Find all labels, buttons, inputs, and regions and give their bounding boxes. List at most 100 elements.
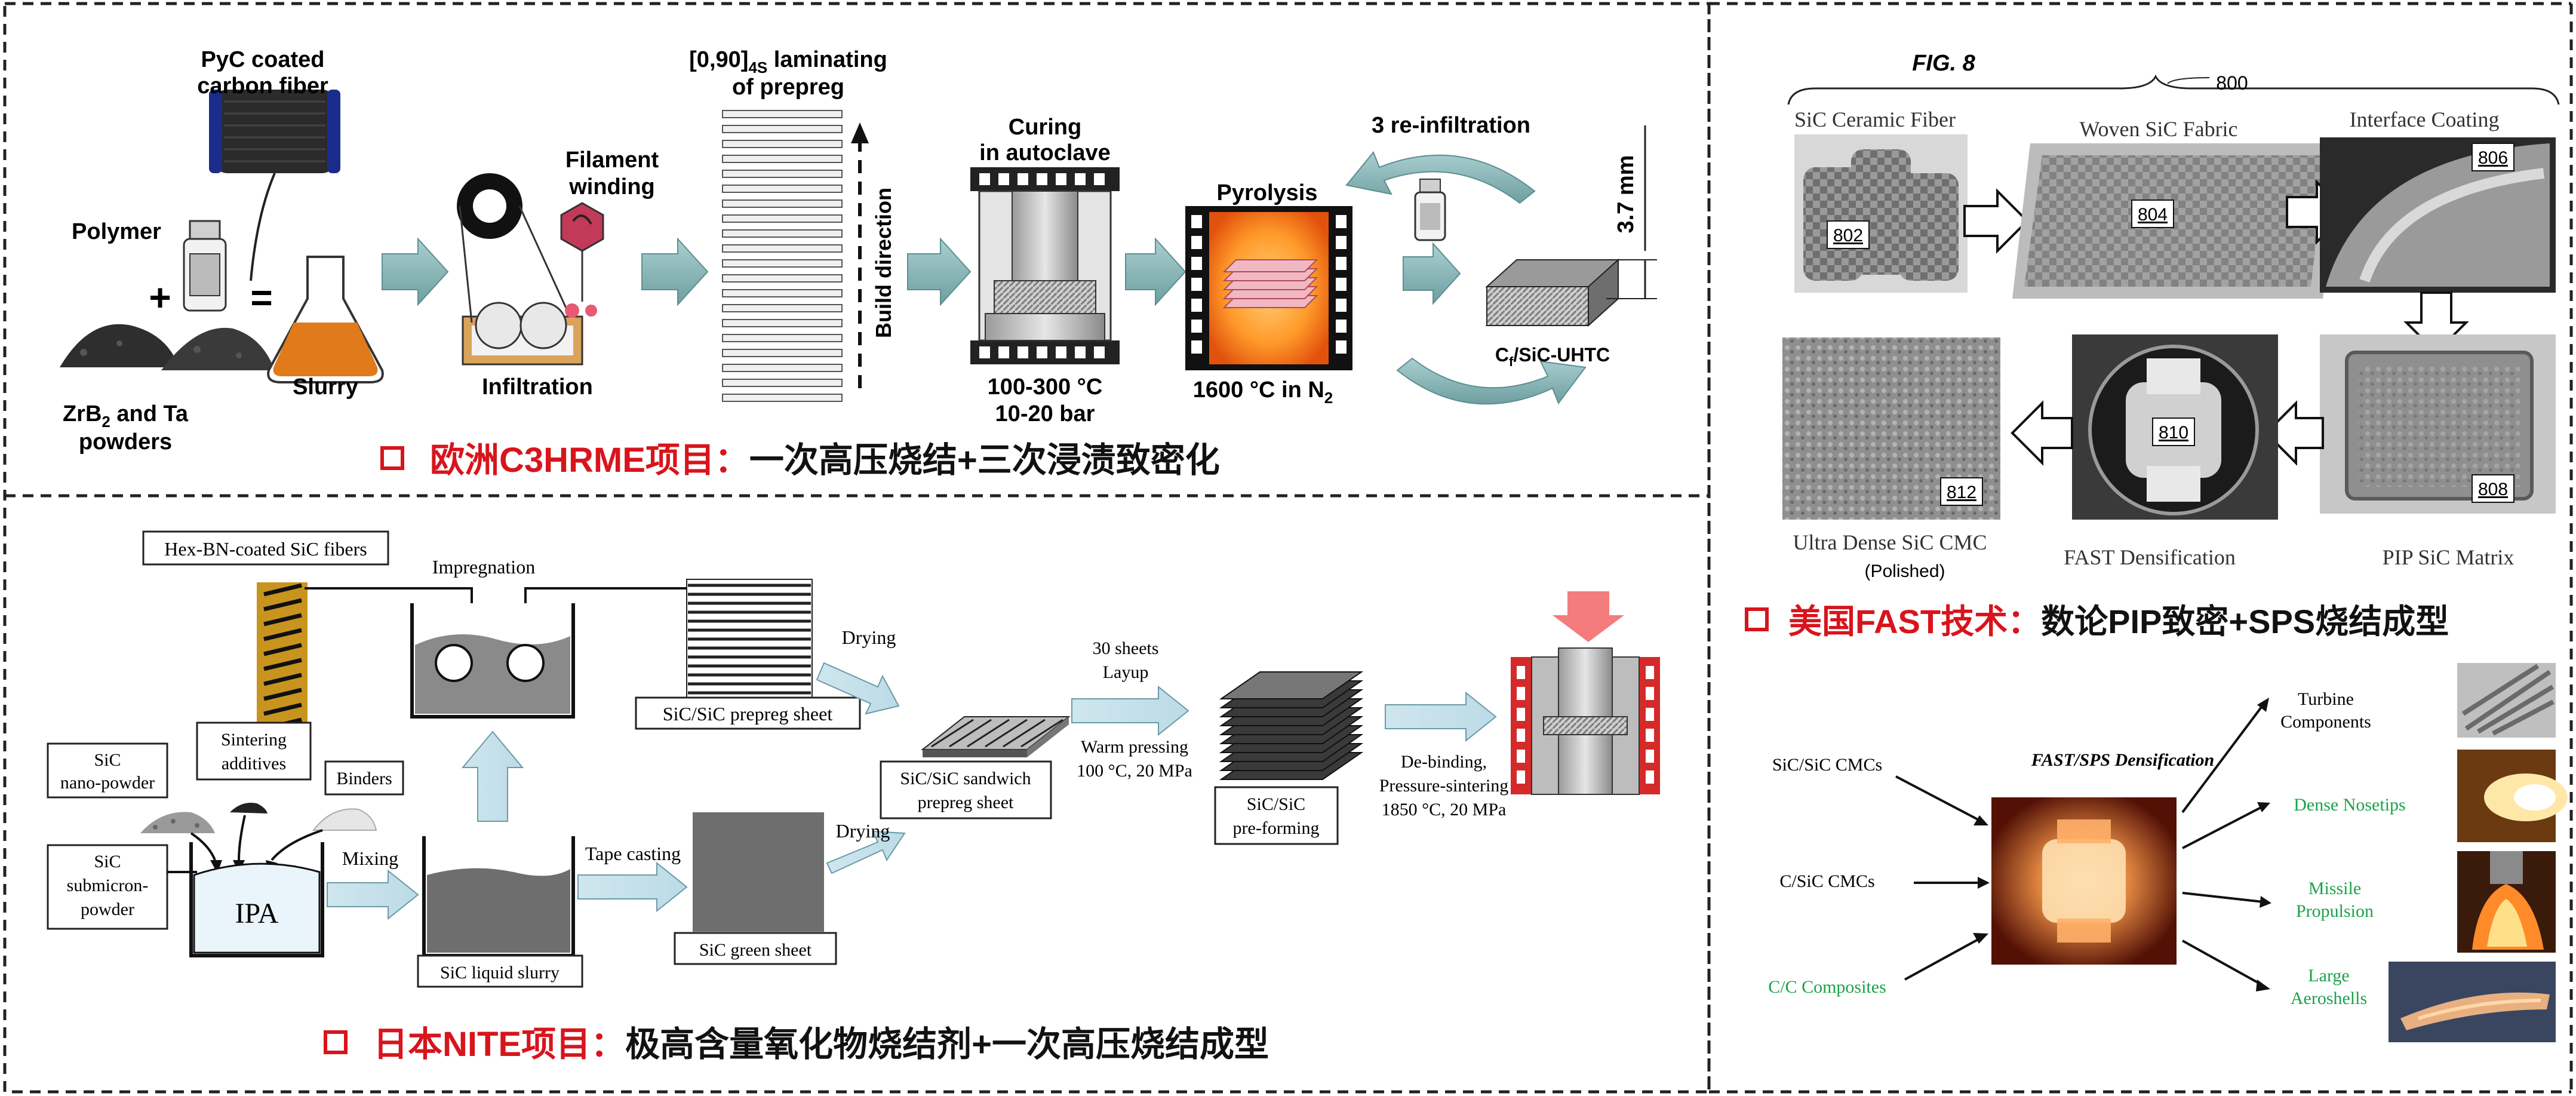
eu-caption-bullet bbox=[380, 446, 404, 470]
jp-arrow-debinding bbox=[1385, 691, 1497, 742]
jp-caption-bullet bbox=[324, 1030, 348, 1054]
fiber-path-2 bbox=[524, 587, 687, 603]
jp-arrow-tape bbox=[577, 861, 688, 913]
output-missile-1: Missile bbox=[2308, 879, 2361, 898]
output-aeroshells-2: Aeroshells bbox=[2291, 988, 2367, 1008]
preforming-box bbox=[1214, 786, 1339, 845]
jp-arrow-mixing bbox=[327, 869, 419, 920]
ref-800-leader bbox=[2167, 77, 2210, 84]
submicron-box bbox=[47, 844, 168, 930]
reinfiltration-arc-bottom bbox=[1396, 357, 1587, 405]
pyc-label-1: PyC coated bbox=[201, 47, 325, 72]
nano-powder-label-1: SiC bbox=[94, 750, 121, 770]
us-arrow-4 bbox=[2011, 400, 2073, 466]
impregnation-label: Impregnation bbox=[432, 556, 535, 578]
eu-caption-prefix: 欧洲C3HRME项目： bbox=[430, 441, 749, 480]
debinding-label-2: Pressure-sintering bbox=[1379, 776, 1509, 796]
fiber-bundle bbox=[257, 582, 308, 741]
filament-label-2: winding bbox=[568, 174, 655, 199]
eu-caption-main: 一次高压烧结+三次浸渍致密化 bbox=[749, 441, 1220, 480]
pyc-label-2: carbon fiber bbox=[197, 73, 328, 99]
us-caption-main: 数论PIP致密+SPS烧结成型 bbox=[2041, 603, 2449, 640]
sintering-box bbox=[196, 722, 312, 781]
ref-810: 810 bbox=[2159, 423, 2188, 443]
eu-arrow-3 bbox=[907, 237, 972, 306]
curing-temp-label: 100-300 °C bbox=[988, 374, 1103, 400]
impregnation-tank bbox=[410, 603, 575, 719]
infiltration-label: Infiltration bbox=[482, 374, 593, 400]
us-caption: 美国FAST技术：数论PIP致密+SPS烧结成型 bbox=[1788, 603, 2449, 640]
green-sheet bbox=[693, 812, 824, 932]
laminating-label-2: of prepreg bbox=[732, 75, 844, 100]
jp-arrow-layup bbox=[1071, 685, 1189, 736]
submicron-label-1: SiC bbox=[94, 852, 121, 871]
sintering-label-2: additives bbox=[222, 754, 286, 773]
pyrolysis-furnace bbox=[1185, 206, 1352, 370]
zrb2-label: ZrB2 and Ta bbox=[63, 401, 189, 431]
prepreg-stack bbox=[722, 110, 843, 402]
step-cmc-label-2: (Polished) bbox=[1864, 561, 1945, 581]
submicron-label-3: powder bbox=[81, 899, 134, 919]
cf-sic-uhtc-block bbox=[1485, 125, 1657, 327]
binders-label: Binders bbox=[336, 769, 392, 788]
reinfiltration-bottle-icon bbox=[1414, 179, 1446, 241]
img-ultra-dense-cmc: 812 bbox=[1782, 337, 2000, 520]
sandwich-label-1: SiC/SiC sandwich bbox=[900, 769, 1031, 788]
img-fast-densification: 810 bbox=[2072, 334, 2278, 520]
binders-box bbox=[324, 760, 404, 796]
warm-pressing-label-2: 100 °C, 20 MPa bbox=[1077, 761, 1192, 781]
build-arrow-head bbox=[851, 122, 869, 143]
drying-label-2: Drying bbox=[836, 820, 890, 842]
powders-label: powders bbox=[79, 429, 172, 455]
eu-arrow-5 bbox=[1403, 242, 1461, 305]
reinfiltration-arc-top bbox=[1345, 151, 1536, 204]
prepreg-sheet-box bbox=[635, 696, 861, 730]
prepreg-sheet-label: SiC/SiC prepreg sheet bbox=[663, 703, 833, 724]
ref-806: 806 bbox=[2478, 148, 2508, 168]
ref-800-label: 800 bbox=[2216, 72, 2248, 94]
fiber-spool bbox=[209, 90, 340, 281]
debinding-label-1: De-binding, bbox=[1401, 752, 1487, 772]
output-missile-2: Propulsion bbox=[2296, 901, 2374, 921]
green-sheet-box bbox=[674, 932, 837, 965]
eu-arrow-2 bbox=[641, 237, 709, 306]
thumb-nosetip bbox=[2457, 750, 2568, 842]
img-interface-coating: 806 bbox=[2320, 137, 2556, 293]
sheets-label-1: 30 sheets bbox=[1093, 638, 1159, 658]
us-arrow-3 bbox=[2264, 400, 2324, 466]
debinding-label-3: 1850 °C, 20 MPa bbox=[1382, 800, 1507, 819]
slurry-label: Slurry bbox=[293, 374, 358, 400]
sandwich-label-2: prepreg sheet bbox=[918, 793, 1014, 812]
sps-glow-image bbox=[1991, 797, 2177, 965]
autoclave bbox=[970, 167, 1120, 364]
sintering-label-1: Sintering bbox=[221, 730, 287, 750]
img-sic-fiber: 802 bbox=[1794, 134, 1968, 293]
jp-arrow-drying-1 bbox=[816, 662, 900, 715]
output-aeroshells-1: Large bbox=[2308, 966, 2349, 986]
curing-pressure-label: 10-20 bar bbox=[995, 401, 1095, 426]
sandwich-sheet bbox=[921, 716, 1071, 757]
ref-804: 804 bbox=[2138, 205, 2168, 225]
ref-808: 808 bbox=[2478, 480, 2508, 499]
jp-caption-prefix: 日本NITE项目： bbox=[373, 1025, 625, 1064]
drying-label-1: Drying bbox=[842, 627, 896, 648]
sheets-label-2: Layup bbox=[1103, 662, 1149, 682]
step-matrix-label: PIP SiC Matrix bbox=[2383, 545, 2514, 569]
output-nosetips: Dense Nosetips bbox=[2294, 795, 2405, 815]
step-fast-label: FAST Densification bbox=[2064, 545, 2236, 569]
warm-pressing-label-1: Warm pressing bbox=[1081, 737, 1188, 757]
panel-frames bbox=[3, 2, 2573, 1094]
reinfiltration-label: 3 re-infiltration bbox=[1372, 113, 1530, 138]
input-arrows bbox=[1895, 775, 1990, 981]
fibers-box bbox=[142, 530, 389, 566]
liquid-slurry-box bbox=[417, 954, 583, 988]
thumb-missile bbox=[2457, 851, 2556, 953]
curing-label-1: Curing bbox=[1009, 115, 1081, 140]
step-coating-label: Interface Coating bbox=[2350, 108, 2500, 131]
polymer-bottle-icon bbox=[183, 220, 227, 312]
jp-arrow-drying-2 bbox=[826, 830, 906, 874]
eu-caption: 欧洲C3HRME项目：一次高压烧结+三次浸渍致密化 bbox=[430, 441, 1220, 480]
pyrolysis-label: Pyrolysis bbox=[1217, 180, 1318, 205]
input-sic-sic: SiC/SiC CMCs bbox=[1772, 755, 1882, 775]
